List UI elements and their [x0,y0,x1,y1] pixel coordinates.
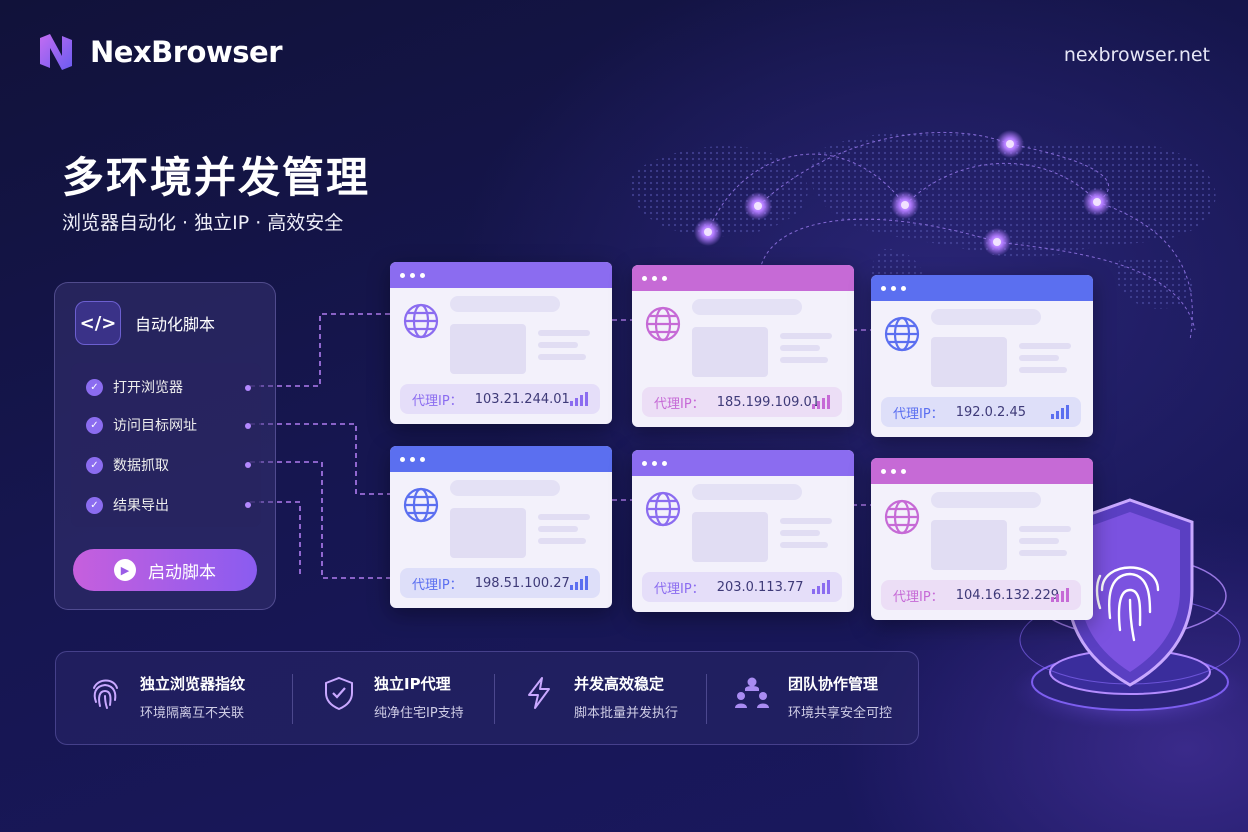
nexbrowser-logo-icon [40,34,72,70]
feature-item: 独立IP代理纯净住宅IP支持 [320,674,464,721]
script-step: ✓访问目标网址 [86,415,197,435]
check-icon: ✓ [86,416,103,434]
lightning-icon [528,677,550,709]
automation-script-panel: </> 自动化脚本 ✓打开浏览器 ✓访问目标网址 ✓数据抓取 ✓结果导出 ▶ 启… [54,282,276,610]
proxy-ip-bar: 代理IP： 203.0.113.77 [642,572,842,602]
check-icon: ✓ [86,496,103,514]
feature-item: 团队协作管理环境共享安全可控 [732,674,892,721]
proxy-ip-bar: 代理IP： 103.21.244.01 [400,384,600,414]
page-title: 多环境并发管理 [62,153,371,202]
address-bar [931,492,1041,508]
globe-icon [403,487,439,523]
signal-icon [570,576,588,590]
browser-window-card[interactable]: 代理IP： 185.199.109.01 [632,265,854,427]
page-subtitle: 浏览器自动化 · 独立IP · 高效安全 [62,212,344,234]
proxy-ip-bar: 代理IP： 192.0.2.45 [881,397,1081,427]
globe-icon [403,303,439,339]
feature-item: 并发高效稳定脚本批量并发执行 [520,674,678,721]
browser-window-card[interactable]: 代理IP： 104.16.132.229 [871,458,1093,620]
check-icon: ✓ [86,378,103,396]
address-bar [692,299,802,315]
proxy-ip-bar: 代理IP： 185.199.109.01 [642,387,842,417]
shield-check-icon [325,676,353,711]
script-step: ✓结果导出 [86,495,169,515]
image-placeholder [692,327,768,377]
globe-icon [884,316,920,352]
security-shield-icon [1066,498,1194,687]
window-titlebar [632,450,854,476]
script-steps: ✓打开浏览器 ✓访问目标网址 ✓数据抓取 ✓结果导出 [71,363,261,527]
signal-icon [812,580,830,594]
proxy-ip-value: 203.0.113.77 [716,579,804,595]
check-icon: ✓ [86,456,103,474]
run-script-button[interactable]: ▶ 启动脚本 [73,549,257,591]
site-url[interactable]: nexbrowser.net [1063,44,1210,66]
feature-bar: 独立浏览器指纹环境隔离互不关联 独立IP代理纯净住宅IP支持 并发高效稳定脚本批… [55,651,919,745]
signal-icon [1051,405,1069,419]
script-step: ✓数据抓取 [86,455,169,475]
image-placeholder [692,512,768,562]
globe-icon [645,491,681,527]
fingerprint-icon [93,679,118,709]
image-placeholder [931,337,1007,387]
image-placeholder [450,324,526,374]
window-titlebar [871,275,1093,301]
panel-title: 自动化脚本 [135,315,216,334]
address-bar [450,480,560,496]
browser-window-card[interactable]: 代理IP： 198.51.100.27 [390,446,612,608]
browser-window-card[interactable]: 代理IP： 192.0.2.45 [871,275,1093,437]
brand-name: NexBrowser [90,35,283,69]
code-icon: </> [75,301,121,345]
window-titlebar [390,446,612,472]
signal-icon [570,392,588,406]
play-icon: ▶ [114,559,136,581]
globe-icon [884,499,920,535]
signal-icon [1051,588,1069,602]
address-bar [450,296,560,312]
team-icon [735,677,769,708]
signal-icon [812,395,830,409]
globe-icon [645,306,681,342]
window-titlebar [632,265,854,291]
brand-logo[interactable]: NexBrowser [34,30,283,74]
image-placeholder [450,508,526,558]
proxy-ip-value: 103.21.244.01 [474,391,570,407]
browser-window-card[interactable]: 代理IP： 103.21.244.01 [390,262,612,424]
proxy-ip-value: 192.0.2.45 [955,404,1026,420]
proxy-ip-bar: 代理IP： 198.51.100.27 [400,568,600,598]
address-bar [692,484,802,500]
address-bar [931,309,1041,325]
image-placeholder [931,520,1007,570]
script-step: ✓打开浏览器 [86,377,183,397]
proxy-ip-value: 185.199.109.01 [716,394,821,410]
browser-window-card[interactable]: 代理IP： 203.0.113.77 [632,450,854,612]
proxy-ip-bar: 代理IP： 104.16.132.229 [881,580,1081,610]
feature-item: 独立浏览器指纹环境隔离互不关联 [86,674,245,721]
window-titlebar [871,458,1093,484]
proxy-ip-value: 104.16.132.229 [955,587,1060,603]
window-titlebar [390,262,612,288]
proxy-ip-value: 198.51.100.27 [474,575,570,591]
